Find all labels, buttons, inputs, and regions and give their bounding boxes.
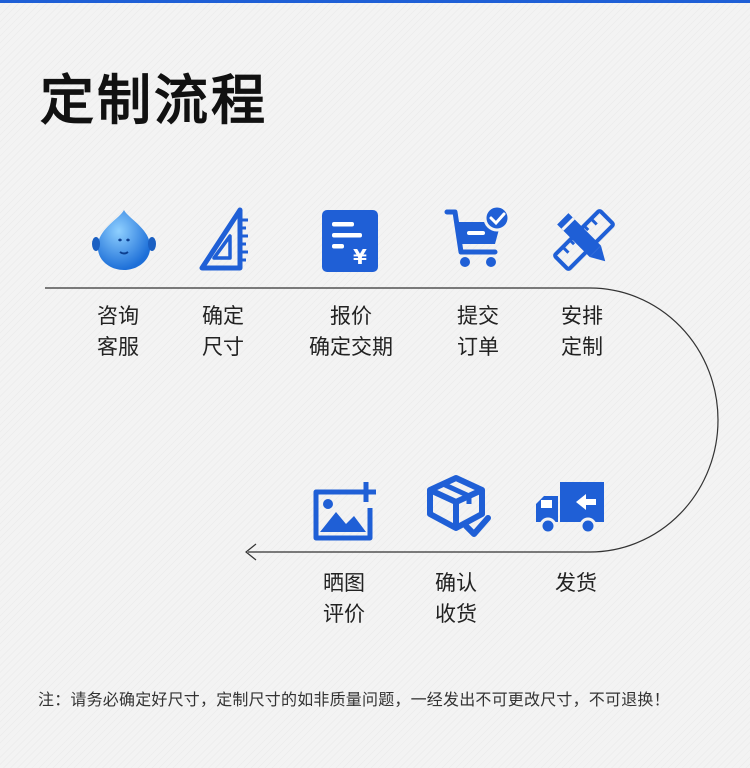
- pencil-ruler-icon: [550, 206, 618, 274]
- svg-text:¥: ¥: [353, 245, 367, 269]
- step-label-size: 确定尺寸: [202, 304, 244, 359]
- top-accent-bar: [0, 0, 750, 3]
- step-label-receive: 确认收货: [435, 571, 477, 626]
- delivery-truck-icon: [532, 474, 606, 542]
- step-label-ship: 发货: [555, 571, 597, 595]
- arrow-head-icon: [245, 543, 257, 561]
- step-label-schedule: 安排定制: [561, 304, 603, 359]
- step-label-consult: 咨询客服: [97, 304, 139, 359]
- customer-service-mascot-icon: [90, 206, 158, 274]
- page-title: 定制流程: [40, 69, 268, 132]
- quote-yen-document-icon: ¥: [316, 206, 384, 274]
- step-label-review: 晒图评价: [323, 571, 365, 626]
- step-label-order: 提交订单: [457, 304, 499, 359]
- add-image-icon: [310, 478, 378, 546]
- cart-check-icon: [443, 204, 511, 272]
- set-square-ruler-icon: [196, 206, 264, 274]
- step-label-quote: 报价确定交期: [309, 304, 393, 359]
- package-check-icon: [424, 474, 492, 542]
- notice-text: 注：请务必确定好尺寸，定制尺寸的如非质量问题，一经发出不可更改尺寸，不可退换！: [38, 690, 670, 709]
